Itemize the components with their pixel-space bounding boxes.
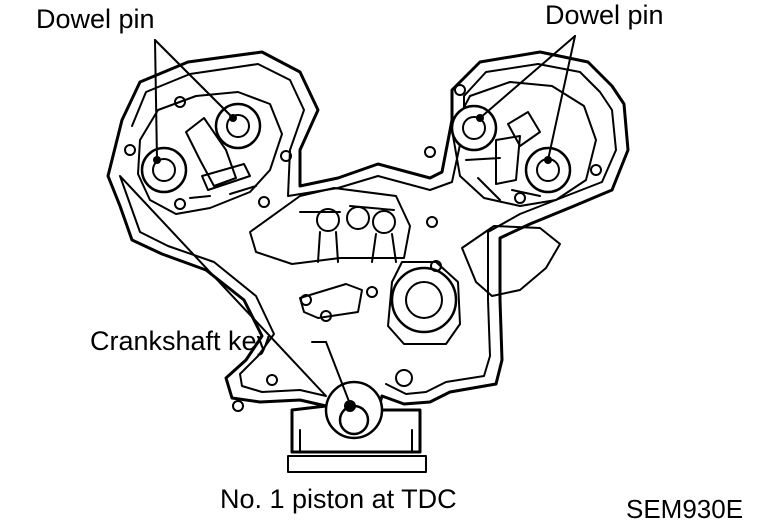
left-cam-housing [137, 91, 283, 215]
left-cam-intake-sprocket [214, 102, 262, 150]
center-port-stems [317, 231, 397, 263]
bolt-holes [124, 84, 602, 412]
left-bracket [299, 283, 363, 319]
piston-tdc-caption: No. 1 piston at TDC [220, 484, 457, 514]
dowel-pin-label-left: Dowel pin [36, 4, 155, 34]
dowel-pin-label-right: Dowel pin [545, 0, 664, 30]
oil-pan-base [287, 429, 427, 473]
right-cam-intake-sprocket [450, 104, 498, 152]
left-cam-intake-hub [226, 114, 250, 138]
water-pump-flange [387, 261, 461, 345]
crankshaft-key-label: Crankshaft key [90, 326, 271, 356]
center-port-2 [346, 206, 370, 230]
left-cam-exhaust-sprocket [140, 146, 188, 194]
engine-cover-inner-rim [119, 63, 617, 397]
water-pump-boss [390, 266, 458, 334]
right-cam-intake-hub [462, 116, 486, 140]
right-cam-housing [451, 81, 597, 207]
center-block-ribs [249, 187, 411, 265]
left-cam-bracket [185, 117, 257, 199]
crankshaft-key-marker [344, 400, 356, 412]
right-cam-exhaust-sprocket [524, 146, 572, 194]
left-cam-exhaust-hub [152, 158, 176, 182]
leader-lines [154, 35, 576, 405]
right-cam-bracket [465, 111, 541, 201]
center-port-3 [372, 210, 396, 234]
engine-cover-outline [106, 50, 630, 454]
figure-code: SEM930E [626, 494, 744, 524]
center-port-1 [316, 208, 340, 232]
water-pump-hub [405, 281, 443, 319]
right-idler-bracket [461, 225, 561, 297]
